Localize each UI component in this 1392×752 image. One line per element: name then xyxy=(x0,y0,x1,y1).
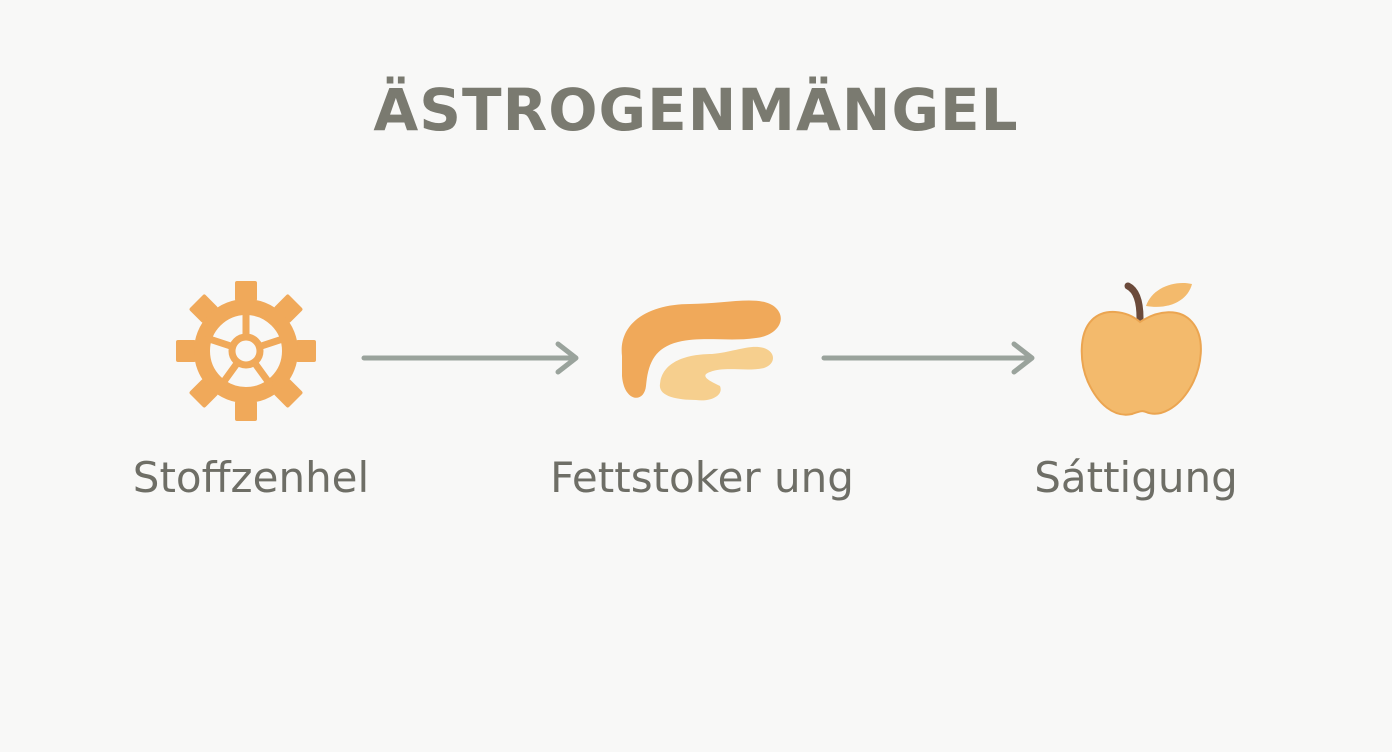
arrow-2 xyxy=(821,341,1035,375)
node-label-fettspeicher: Fettstoker ung xyxy=(550,453,854,502)
node-label-stoffwechsel: Stoffzenhel xyxy=(132,453,370,502)
apple-icon xyxy=(1080,282,1202,416)
gear-icon xyxy=(176,281,316,421)
node-label-saettigung: Sáttigung xyxy=(1034,453,1238,502)
pancreas-icon xyxy=(621,300,781,401)
diagram-title: ÄSTROGENMÄNGEL xyxy=(373,76,1019,144)
arrow-1 xyxy=(361,341,579,375)
